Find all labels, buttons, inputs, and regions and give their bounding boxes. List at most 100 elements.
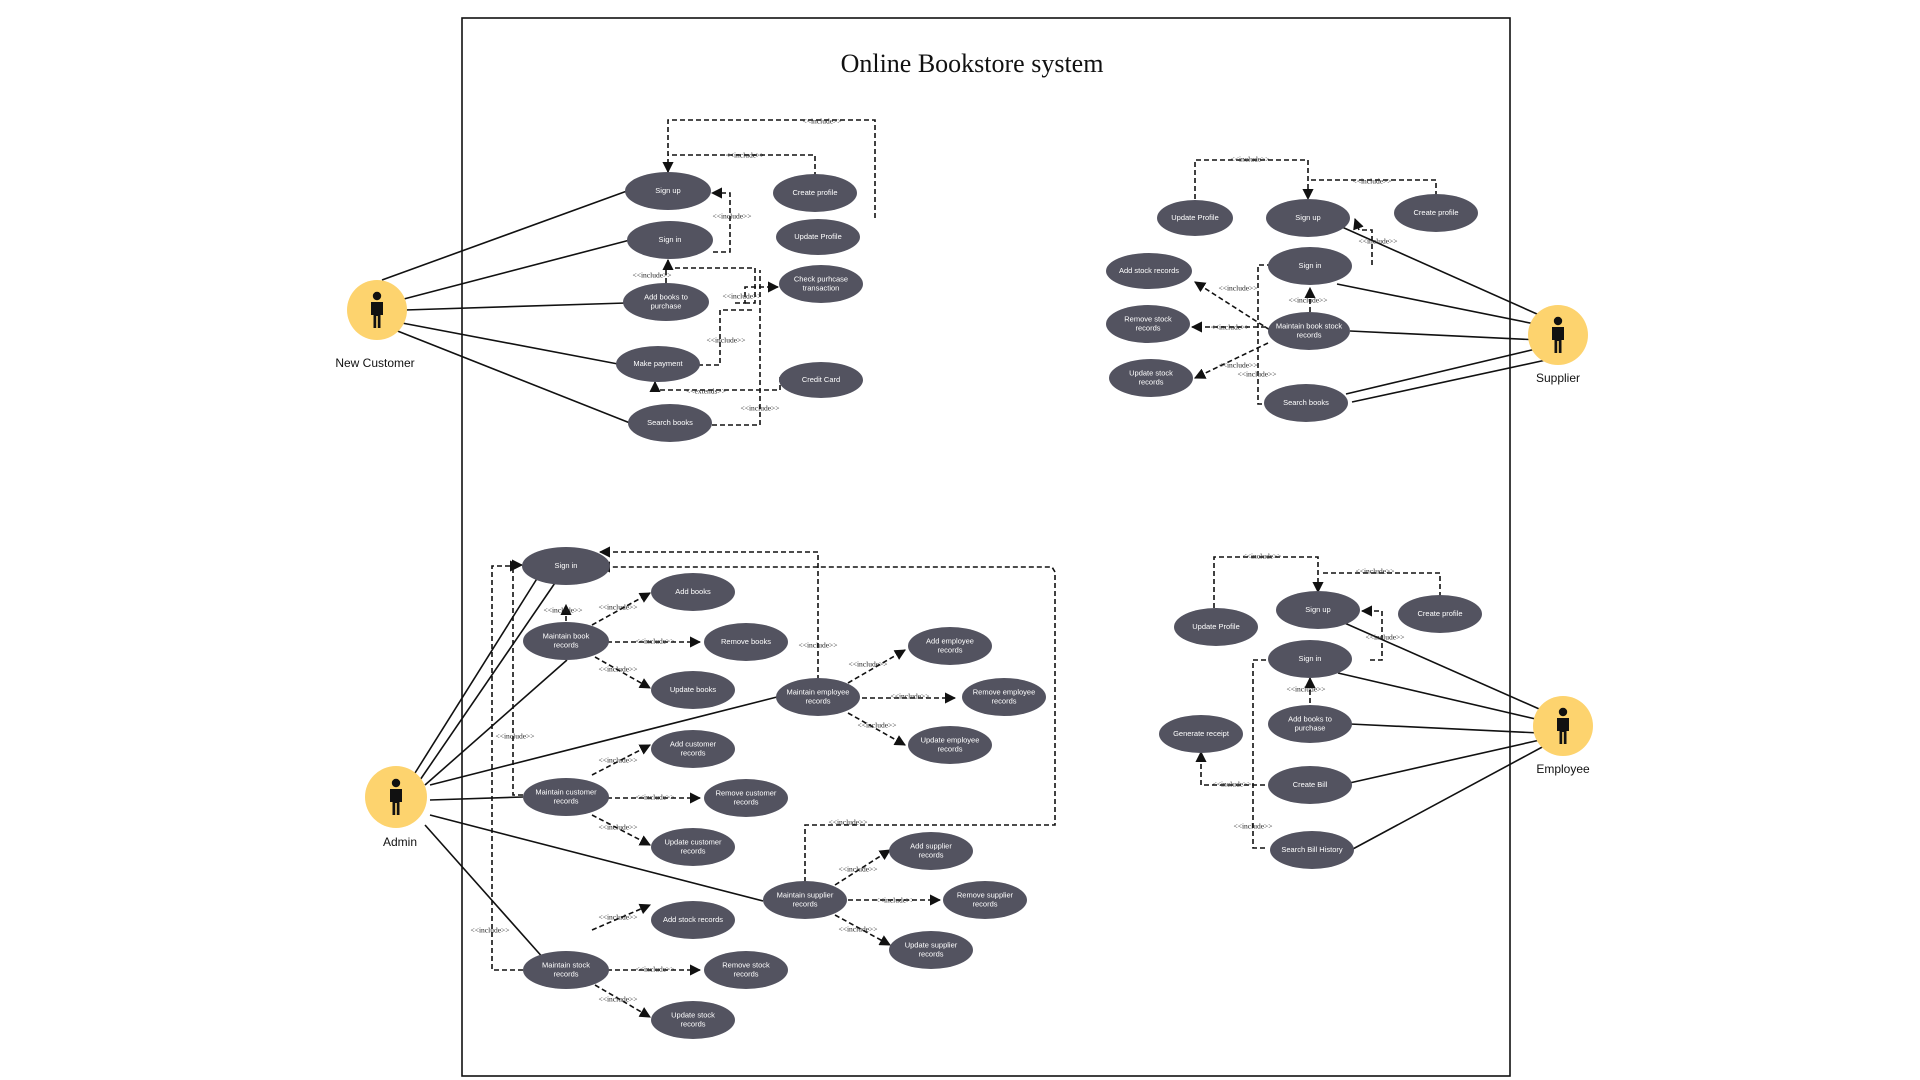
actor-label-admin: Admin (383, 835, 417, 849)
use-case-label: Remove supplier (957, 890, 1014, 899)
actor-new-customer[interactable] (347, 280, 407, 340)
use-case-c-make-payment[interactable]: Make payment (616, 346, 700, 382)
use-case-ellipse (779, 362, 863, 398)
use-case-a-add-books[interactable]: Add books (651, 573, 735, 611)
include-label: <<include>> (726, 151, 765, 160)
use-case-e-signup[interactable]: Sign up (1276, 591, 1360, 629)
use-case-e-search-bill[interactable]: Search Bill History (1270, 831, 1354, 869)
use-case-label: records (918, 949, 943, 958)
use-case-label: records (918, 850, 943, 859)
use-case-label: transaction (803, 283, 840, 292)
include-label: <<include>> (1238, 370, 1277, 379)
use-case-a-add-stock[interactable]: Add stock records (651, 901, 735, 939)
use-case-ellipse (1106, 253, 1192, 289)
use-case-label: records (680, 748, 705, 757)
use-case-s-add-stock[interactable]: Add stock records (1106, 253, 1192, 289)
use-case-label: Update Profile (1171, 213, 1219, 222)
use-case-ellipse (1268, 247, 1352, 285)
use-case-c-update-profile[interactable]: Update Profile (776, 219, 860, 255)
use-case-e-create-bill[interactable]: Create Bill (1268, 766, 1352, 804)
use-case-label: Maintain stock (542, 960, 590, 969)
include-label: <<include>> (1243, 552, 1282, 561)
use-case-e-signin[interactable]: Sign in (1268, 640, 1352, 678)
use-case-s-signin[interactable]: Sign in (1268, 247, 1352, 285)
include-label: <<include>> (723, 292, 762, 301)
use-case-label: Sign up (1305, 605, 1330, 614)
include-label: <<include>> (544, 606, 583, 615)
use-case-label: Sign up (655, 186, 680, 195)
use-case-label: Remove employee (973, 687, 1036, 696)
use-case-label: purchase (651, 301, 682, 310)
use-case-ellipse (889, 832, 973, 870)
use-case-label: Remove books (721, 637, 771, 646)
actor-employee[interactable] (1533, 696, 1593, 756)
include-label: <<include>> (1366, 633, 1405, 642)
use-case-label: Generate receipt (1173, 729, 1230, 738)
use-case-c-create-profile[interactable]: Create profile (773, 174, 857, 212)
use-case-label: Create profile (1417, 609, 1462, 618)
use-case-s-search[interactable]: Search books (1264, 384, 1348, 422)
use-case-e-update-profile[interactable]: Update Profile (1174, 608, 1258, 646)
use-case-c-search[interactable]: Search books (628, 404, 712, 442)
include-label: <<include>> (858, 721, 897, 730)
include-label: <<include>> (891, 692, 930, 701)
associations (381, 190, 1547, 961)
use-case-ellipse (1276, 591, 1360, 629)
actor-admin[interactable] (365, 766, 427, 828)
use-case-ellipse (773, 174, 857, 212)
use-case-e-create-profile[interactable]: Create profile (1398, 595, 1482, 633)
use-case-ellipse (627, 221, 713, 259)
use-case-e-generate-receipt[interactable]: Generate receipt (1159, 715, 1243, 753)
use-case-a-signin[interactable]: Sign in (522, 547, 610, 585)
use-case-a-remove-books[interactable]: Remove books (704, 623, 788, 661)
use-case-ellipse (523, 778, 609, 816)
use-case-c-credit-card[interactable]: Credit Card (779, 362, 863, 398)
use-case-s-create-profile[interactable]: Create profile (1394, 194, 1478, 232)
use-case-label: Check purhcase (794, 274, 848, 283)
use-case-label: Sign up (1295, 213, 1320, 222)
use-case-c-signin[interactable]: Sign in (627, 221, 713, 259)
include-label: <<include>> (599, 823, 638, 832)
use-case-c-signup[interactable]: Sign up (625, 172, 711, 210)
use-case-label: records (1138, 377, 1163, 386)
use-case-ellipse (1264, 384, 1348, 422)
use-case-s-signup[interactable]: Sign up (1266, 199, 1350, 237)
use-case-label: Update employee (921, 735, 980, 744)
include-label: <<include>> (839, 925, 878, 934)
use-case-label: Update stock (1129, 368, 1173, 377)
use-case-ellipse (776, 678, 860, 716)
use-case-label: records (553, 796, 578, 805)
use-case-a-update-books[interactable]: Update books (651, 671, 735, 709)
actor-label-supplier: Supplier (1536, 371, 1580, 385)
use-case-label: Add employee (926, 636, 974, 645)
use-case-s-update-profile[interactable]: Update Profile (1157, 200, 1233, 236)
use-case-ellipse (616, 346, 700, 382)
use-case-label: Sign in (1299, 654, 1322, 663)
use-case-label: records (805, 696, 830, 705)
actor-supplier[interactable] (1528, 305, 1588, 365)
use-case-ellipse (704, 951, 788, 989)
include-label: <<include>> (741, 404, 780, 413)
